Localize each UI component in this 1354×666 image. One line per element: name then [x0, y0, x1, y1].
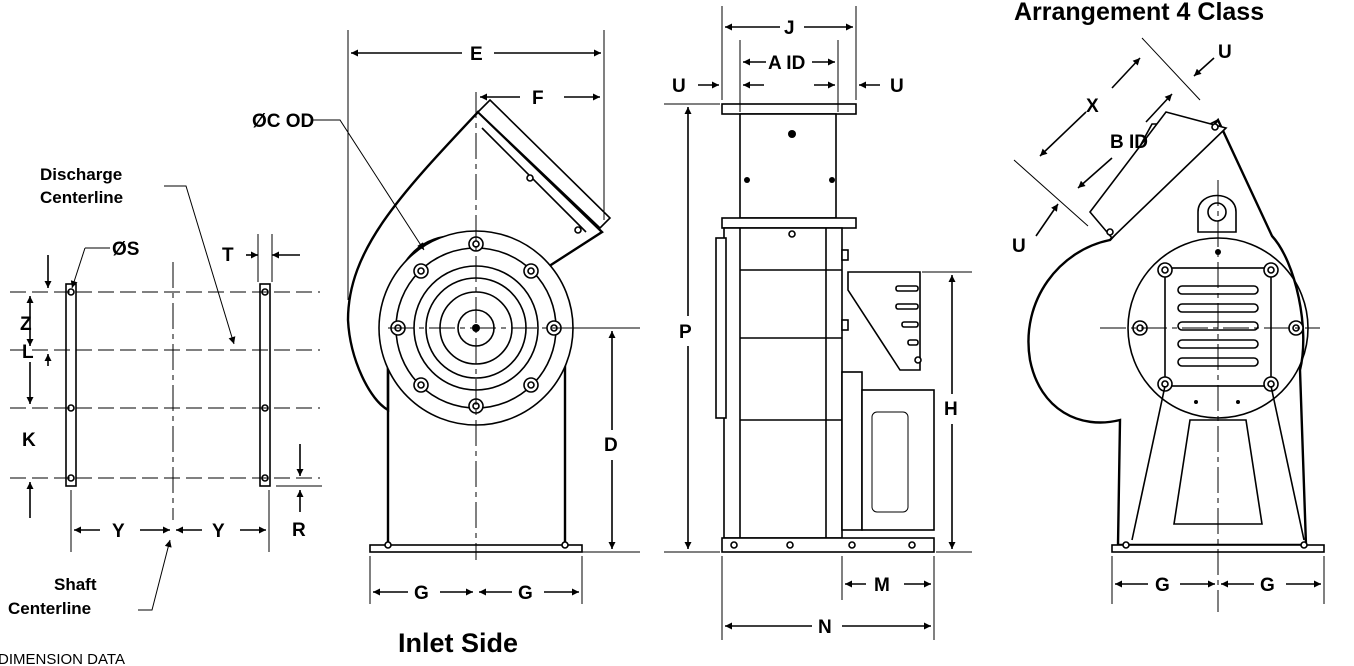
discharge-centerline-label-1: Discharge	[40, 165, 122, 184]
dim-u-lower: U	[1012, 236, 1026, 257]
drive-side-view: X B ID U U G G	[1012, 37, 1325, 612]
dim-c-od: ØC OD	[252, 111, 314, 132]
arrangement-title: Arrangement 4 Class	[1014, 0, 1264, 26]
inlet-side-view: E F ØC OD D G G	[252, 30, 640, 604]
dim-p: P	[679, 322, 692, 343]
dim-a-id: A ID	[768, 53, 805, 74]
side-view: J A ID U U P H M N	[664, 6, 972, 640]
inlet-side-title: Inlet Side	[398, 628, 518, 658]
dim-e: E	[470, 44, 483, 65]
shaft-centerline-label-1: Shaft	[54, 575, 97, 594]
dim-j: J	[784, 18, 795, 39]
dim-y-right: Y	[212, 521, 225, 542]
dim-u-upper: U	[1218, 42, 1232, 63]
dim-g-inlet-right: G	[518, 583, 533, 604]
dim-h: H	[944, 399, 958, 420]
discharge-centerline-label-2: Centerline	[40, 188, 123, 207]
dim-t: T	[222, 245, 234, 266]
dim-m: M	[874, 575, 890, 596]
dim-x: X	[1086, 96, 1099, 117]
dim-u-left: U	[672, 76, 686, 97]
dim-y-left: Y	[112, 521, 125, 542]
dim-u-right: U	[890, 76, 904, 97]
shaft-centerline-label-2: Centerline	[8, 599, 91, 618]
dim-l: L	[22, 342, 34, 363]
dim-z: Z	[20, 314, 32, 335]
dim-g-inlet-left: G	[414, 583, 429, 604]
dim-n: N	[818, 617, 832, 638]
dim-g-drive-right: G	[1260, 575, 1275, 596]
louver-slots	[1177, 285, 1259, 367]
dim-b-id: B ID	[1110, 132, 1148, 153]
flange-bar-right	[259, 283, 271, 487]
dim-g-drive-left: G	[1155, 575, 1170, 596]
flange-bar-left	[65, 283, 77, 487]
discharge-flange-view: Z L K T R Y Y ØS Discharge Centerline	[8, 165, 322, 618]
dimension-data-caption: DIMENSION DATA	[0, 651, 125, 666]
dim-d: D	[604, 435, 618, 456]
drive-housing	[1027, 117, 1308, 547]
dim-f: F	[532, 88, 544, 109]
dim-k: K	[22, 430, 36, 451]
dim-dia-s: ØS	[112, 239, 139, 260]
dim-r: R	[292, 520, 306, 541]
